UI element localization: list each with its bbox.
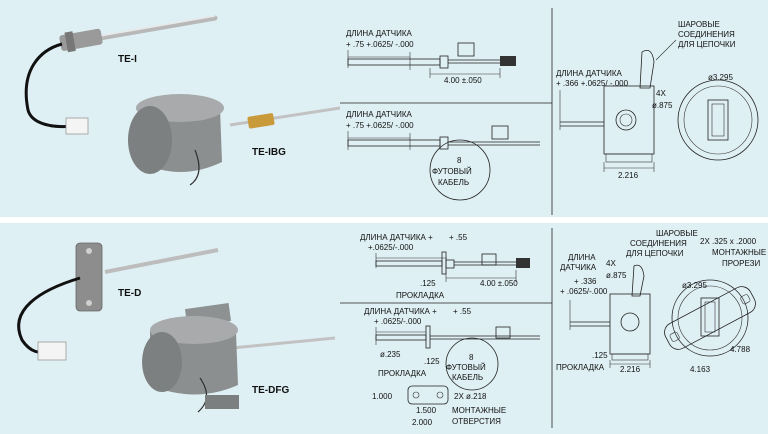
te-d-125-label: .125 (420, 279, 436, 288)
te-dfg-0235-label: ø.235 (380, 350, 401, 359)
top-housing-drawing: ШАРОВЫЕ СОЕДИНЕНИЯ ДЛЯ ЦЕПОЧКИ ДЛИНА ДАТ… (556, 20, 759, 180)
te-ibg-label: TE-IBG (252, 147, 286, 158)
bottom-ball-label-3: ДЛЯ ЦЕПОЧКИ (626, 249, 684, 258)
bottom-4163-label: 4.163 (690, 365, 711, 374)
top-3295-label: ø3.295 (708, 73, 733, 82)
te-dfg-cable-coil (445, 337, 499, 391)
bottom-4x-label: 4X (606, 259, 616, 268)
top-housing-face (677, 79, 759, 161)
top-sensor-length-label: ДЛИНА ДАТЧИКА (556, 69, 623, 78)
te-dfg-1000-label: 1.000 (372, 392, 393, 401)
te-dfg-125-label: .125 (424, 357, 440, 366)
te-d-sensor-length-label: ДЛИНА ДАТЧИКА + (360, 233, 433, 242)
bottom-125-label: .125 (592, 351, 608, 360)
te-i-tolerance-label: + .75 +.0625/ -.000 (346, 40, 414, 49)
top-ball-label-3: ДЛЯ ЦЕПОЧКИ (678, 40, 736, 49)
te-dfg-flange-outline (407, 385, 449, 405)
te-dfg-cable-8: 8 (469, 353, 474, 362)
te-ibg-cable-coil (429, 139, 491, 201)
te-dfg-plus-label: + .55 (453, 307, 472, 316)
te-dfg-tolerance-label: + .0625/-.000 (374, 317, 422, 326)
te-ibg-sensor-length-label: ДЛИНА ДАТЧИКА (346, 110, 413, 119)
te-ibg-tolerance-label: + .75 +.0625/ -.000 (346, 121, 414, 130)
te-dfg-mount-label-2: ОТВЕРСТИЯ (452, 417, 501, 426)
te-dfg-label: TE-DFG (252, 385, 289, 396)
te-dfg-sensor-image (142, 303, 336, 413)
bottom-4788-label: 4.788 (730, 345, 751, 354)
te-dfg-sensor-length-label: ДЛИНА ДАТЧИКА + (364, 307, 437, 316)
te-dfg-cable-word: КАБЕЛЬ (452, 373, 483, 382)
te-dfg-1500-label: 1.500 (416, 406, 437, 415)
te-dfg-dimension-drawing: ДЛИНА ДАТЧИКА + + .55 + .0625/-.000 ø.23… (364, 307, 540, 427)
bottom-sensor-length-1: ДЛИНА (568, 253, 596, 262)
te-ibg-dimension-drawing: ДЛИНА ДАТЧИКА + .75 +.0625/ -.000 8 ФУТО… (346, 110, 540, 201)
top-sensor-length-tolerance: + .366 +.0625/ -.000 (556, 79, 629, 88)
bottom-ball-label-2: СОЕДИНЕНИЯ (630, 239, 687, 248)
te-dfg-cable-feet: ФУТОВЫЙ (446, 363, 486, 372)
top-2216-label: 2.216 (618, 171, 639, 180)
bottom-sensor-length-2: ДАТЧИКА (560, 263, 597, 272)
te-i-sensor-image (24, 15, 218, 135)
top-0875-label: ø.875 (652, 101, 673, 110)
bottom-flange-outline (664, 286, 756, 350)
bottom-tolerance-2: + .0625/-.000 (560, 287, 608, 296)
te-dfg-mount-label-1: МОНТАЖНЫЕ (452, 406, 506, 415)
bottom-gasket-label: ПРОКЛАДКА (556, 363, 605, 372)
te-i-label: TE-I (118, 54, 137, 65)
te-d-plus-label: + .55 (449, 233, 468, 242)
te-dfg-2000-label: 2.000 (412, 418, 433, 427)
te-d-tolerance-label: +.0625/-.000 (368, 243, 414, 252)
bottom-3295-label: ø3.295 (682, 281, 707, 290)
te-d-cable-length: 4.00 ±.050 (480, 279, 518, 288)
te-dfg-gasket-label: ПРОКЛАДКА (378, 369, 427, 378)
te-d-label: TE-D (118, 288, 141, 299)
te-i-cable-length: 4.00 ±.050 (444, 76, 482, 85)
bottom-slots-label-2: МОНТАЖНЫЕ (712, 248, 766, 257)
te-ibg-cable-8: 8 (457, 156, 462, 165)
bottom-slots-label-1: 2X .325 x .2000 (700, 237, 757, 246)
te-ibg-cable-feet: ФУТОВЫЙ (432, 167, 472, 176)
top-ball-label-2: СОЕДИНЕНИЯ (678, 30, 735, 39)
bottom-housing-drawing: ШАРОВЫЕ СОЕДИНЕНИЯ ДЛЯ ЦЕПОЧКИ ДЛИНА ДАТ… (556, 229, 766, 374)
top-ball-label-1: ШАРОВЫЕ (678, 20, 720, 29)
bottom-0875-label: ø.875 (606, 271, 627, 280)
top-4x-label: 4X (656, 89, 666, 98)
bottom-2216-label: 2.216 (620, 365, 641, 374)
te-i-sensor-length-label: ДЛИНА ДАТЧИКА (346, 29, 413, 38)
bottom-ball-label-1: ШАРОВЫЕ (656, 229, 698, 238)
bottom-housing-face (671, 279, 749, 357)
te-d-dimension-drawing: ДЛИНА ДАТЧИКА + + .55 +.0625/-.000 4.00 … (360, 233, 530, 300)
te-d-sensor-image (17, 242, 219, 361)
te-ibg-cable-word: КАБЕЛЬ (438, 178, 469, 187)
te-d-gasket-label: ПРОКЛАДКА (396, 291, 445, 300)
bottom-slots-label-3: ПРОРЕЗИ (722, 259, 760, 268)
te-dfg-2x218-label: 2X ø.218 (454, 392, 487, 401)
te-i-dimension-drawing: ДЛИНА ДАТЧИКА + .75 +.0625/ -.000 4.00 ±… (346, 29, 516, 85)
te-ibg-sensor-image (128, 94, 341, 186)
bottom-tolerance-1: + .336 (574, 277, 597, 286)
